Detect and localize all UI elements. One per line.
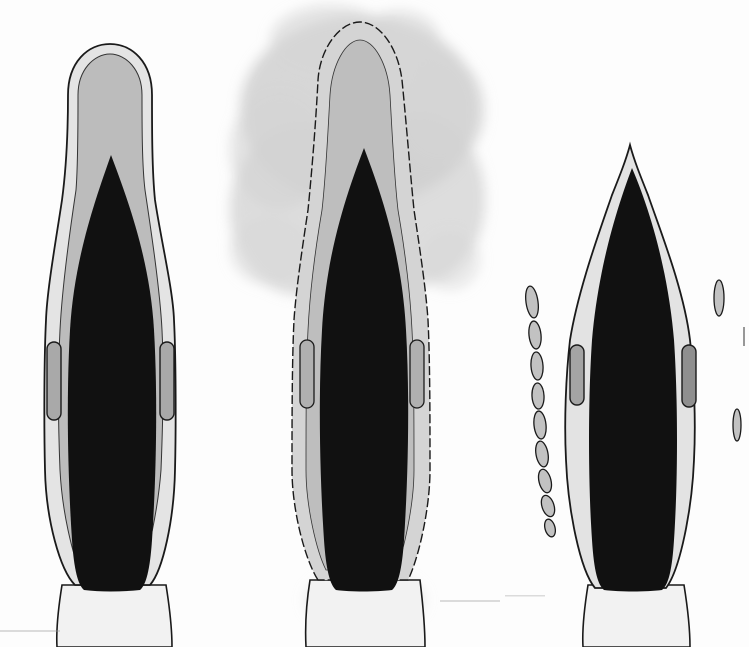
capsule-right-b: [682, 345, 696, 407]
capsule-left-a: [47, 342, 61, 420]
capsule-left-b: [160, 342, 174, 420]
panel-right: [524, 145, 744, 647]
released-fragments-right: [714, 280, 741, 441]
capsule-middle-b: [410, 340, 424, 408]
released-fragments-left: [524, 285, 557, 538]
stalk-left: [57, 585, 172, 647]
capsule-middle-a: [300, 340, 314, 408]
panel-middle: [230, 5, 485, 647]
stalk-right: [583, 585, 690, 647]
capsule-right-a: [570, 345, 584, 405]
panel-left: [44, 44, 175, 647]
